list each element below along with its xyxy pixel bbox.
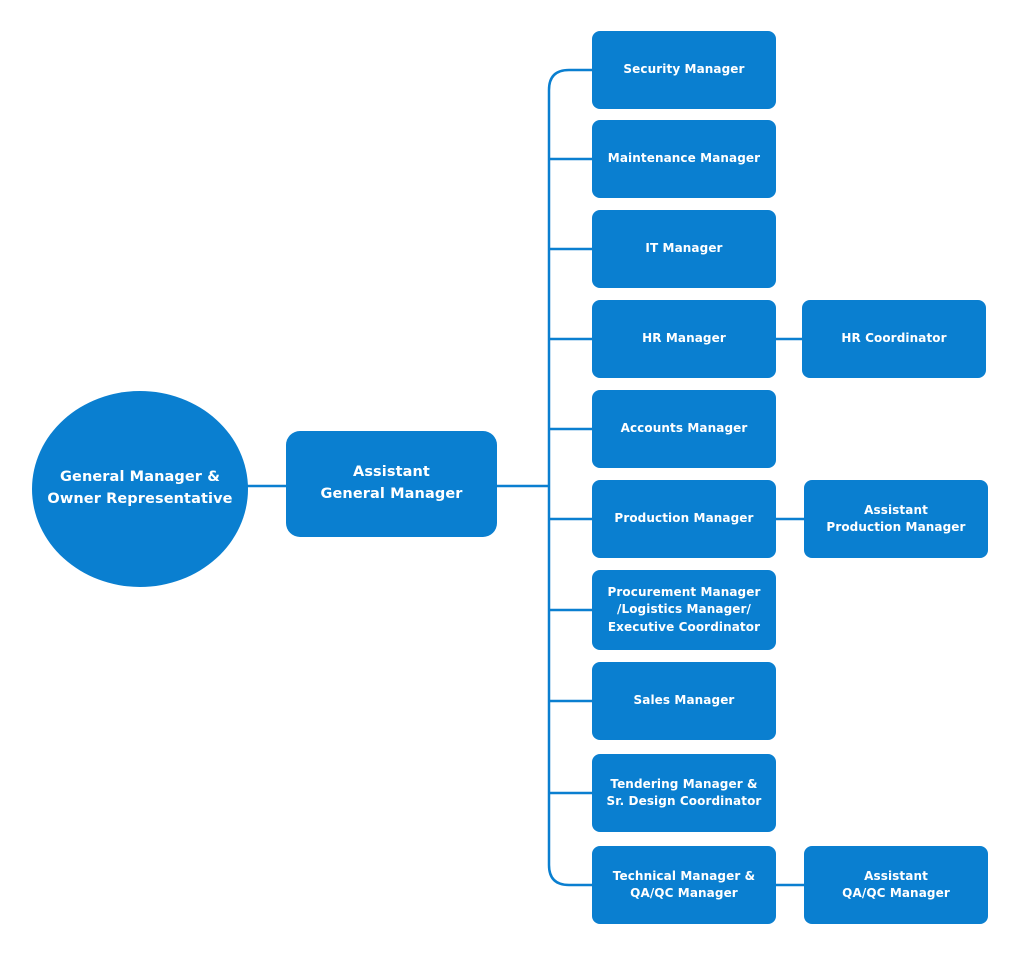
node-technical-manager: Technical Manager & QA/QC Manager xyxy=(592,846,776,924)
node-hr-coordinator: HR Coordinator xyxy=(802,300,986,378)
node-sales-manager: Sales Manager xyxy=(592,662,776,740)
node-production-manager: Production Manager xyxy=(592,480,776,558)
node-hr-manager: HR Manager xyxy=(592,300,776,378)
node-tendering-manager: Tendering Manager & Sr. Design Coordinat… xyxy=(592,754,776,832)
node-label: Maintenance Manager xyxy=(607,151,761,166)
node-label: Assistant QA/QC Manager xyxy=(842,868,950,900)
node-label: Security Manager xyxy=(623,62,745,77)
node-it-manager: IT Manager xyxy=(592,210,776,288)
node-label: IT Manager xyxy=(645,241,723,256)
node-label: HR Coordinator xyxy=(841,331,947,346)
node-label: HR Manager xyxy=(642,331,726,346)
connector-bus xyxy=(547,68,594,887)
node-maintenance-manager: Maintenance Manager xyxy=(592,120,776,198)
node-label: Assistant Production Manager xyxy=(826,502,966,534)
node-label: Technical Manager & QA/QC Manager xyxy=(612,868,756,900)
node-label: General Manager & Owner Representative xyxy=(47,469,233,507)
node-label: Assistant General Manager xyxy=(320,464,463,502)
node-security-manager: Security Manager xyxy=(592,31,776,109)
node-label: Accounts Manager xyxy=(620,421,748,436)
node-label: Production Manager xyxy=(614,511,754,526)
node-general-manager: General Manager & Owner Representative xyxy=(32,391,248,587)
node-accounts-manager: Accounts Manager xyxy=(592,390,776,468)
node-procurement-manager: Procurement Manager /Logistics Manager/ … xyxy=(592,570,776,650)
node-label: Tendering Manager & Sr. Design Coordinat… xyxy=(606,776,762,808)
node-assistant-qaqc-manager: Assistant QA/QC Manager xyxy=(804,846,988,924)
node-label: Sales Manager xyxy=(633,693,735,708)
node-assistant-production-manager: Assistant Production Manager xyxy=(804,480,988,558)
node-label: Procurement Manager /Logistics Manager/ … xyxy=(607,584,761,634)
node-assistant-general-manager: Assistant General Manager xyxy=(286,431,497,537)
